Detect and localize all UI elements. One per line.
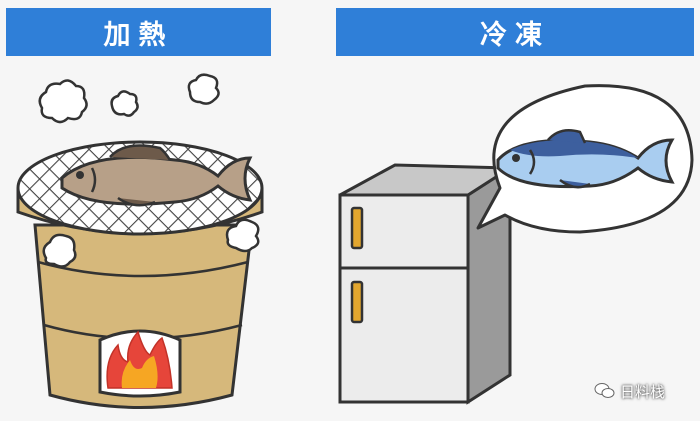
frozen-fish (496, 129, 675, 189)
fridge-handle (350, 280, 364, 324)
heating-label: 加熱 (103, 19, 174, 51)
heating-banner: 加熱 (6, 8, 271, 56)
grilled-fish (60, 144, 253, 207)
watermark-text: 日料栈 (620, 382, 666, 401)
steam-puffs (38, 73, 260, 268)
freezing-banner: 冷凍 (336, 8, 694, 56)
grill-pot-body (33, 223, 254, 409)
speech-bubble (476, 84, 694, 234)
freezer-handle (350, 206, 364, 250)
refrigerator (338, 163, 515, 405)
watermark: 日料栈 (594, 378, 665, 404)
wechat-icon (594, 383, 615, 398)
freezing-label: 冷凍 (480, 19, 550, 51)
charcoal-grill (16, 73, 264, 409)
